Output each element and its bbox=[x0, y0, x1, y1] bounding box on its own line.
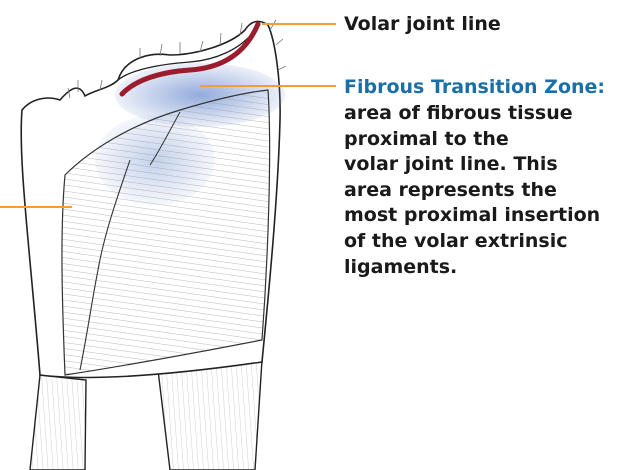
transition-zone-description: area of fibrous tissue proximal to the v… bbox=[344, 101, 600, 280]
volar-joint-line-label: Volar joint line bbox=[344, 11, 501, 37]
transition-zone-title: Fibrous Transition Zone: bbox=[344, 74, 605, 100]
right-bone-shaft bbox=[158, 360, 262, 470]
left-bone-shaft bbox=[30, 375, 86, 470]
